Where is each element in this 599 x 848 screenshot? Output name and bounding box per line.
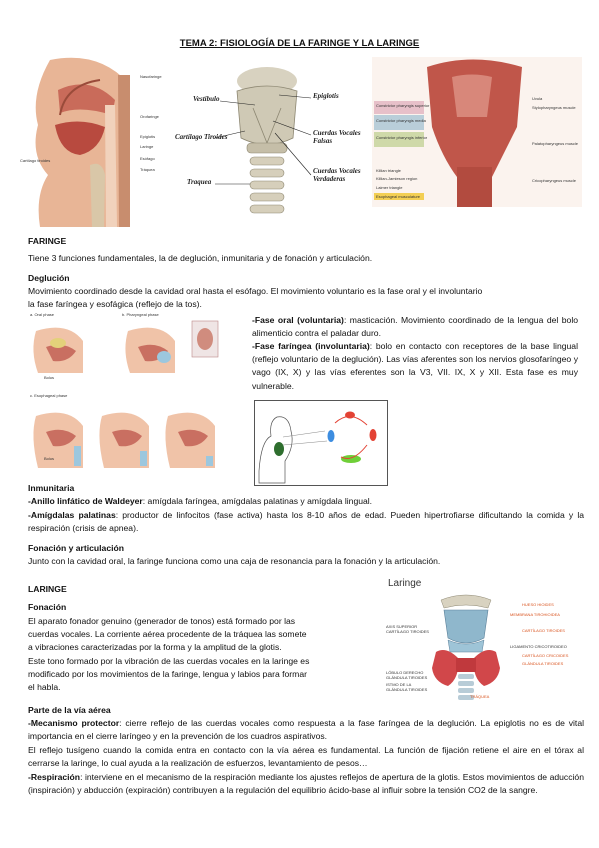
laringe-fig-label-glandula: GLÁNDULA TIROIDES [522,661,564,666]
fig2-label-cuerdas-falsas: Cuerdas Vocales Falsas [313,129,361,145]
fase-faringea-text: : bolo en contacto con receptores de la … [252,341,578,391]
faringe-intro: Tiene 3 funciones fundamentales, la de d… [28,253,373,263]
laringe-heading: LARINGE [28,584,67,594]
fase-faringea-label: -Fase faríngea (involuntaria) [252,341,370,351]
fig1-label-epiglotis: Epiglotis [140,134,156,139]
anillo-text: : amígdala faríngea, amígdalas palatinas… [142,496,373,506]
respiracion-text: : interviene en el mecanismo de la respi… [28,772,584,796]
fig1-label-esofago: Esófago [140,156,155,161]
fig3-label-killian-jamieson: Killian-Jamieson region [376,176,418,181]
deglucion-heading: Deglución [28,273,70,283]
page-title: TEMA 2: FISIOLOGÍA DE LA FARINGE Y LA LA… [179,38,420,49]
fase-faringea-paragraph: -Fase faríngea (involuntaria): bolo en c… [252,340,578,393]
reflejo-paragraph: El reflejo tusígeno cuando la comida ent… [28,745,584,769]
laringe-fig-label-traquea: TRÁQUEA [470,694,490,699]
laringe-fonacion-line: El aparato fonador genuino (generador de… [28,616,296,626]
fig2-label-epiglotis: Epiglotis [313,92,339,100]
fig3-label-killian: Killian triangle [376,168,401,173]
fig3-label-esophageal: Esophageal musculature [376,194,421,199]
swallow-label-oral: a. Oral phase [30,312,55,317]
laringe-fig-label-cartilago-tiroides: CARTÍLAGO TIROIDES [522,628,565,633]
laringe-fig-label-membrana: MEMBRANA TIROHIOIDEA [510,612,560,617]
deglucion-text-line2: la fase faríngea y esofágica (reflejo de… [28,299,202,309]
fig3-label-laimer: Laimer triangle [376,185,403,190]
fig1-label-orofaringe: Orofaringe [140,114,159,119]
fig2-label-traquea: Traquea [187,178,212,186]
larynx-anatomy-figure: Vestíbulo Epiglotis Cartílago Tiroides C… [175,63,365,223]
via-aerea-heading: Parte de la vía aérea [28,705,111,715]
amigdalas-paragraph: -Amígdalas palatinas: productor de linfo… [28,509,584,535]
laringe-fig-label-istmo: ISTMO DE LA GLÁNDULA TIROIDES [386,682,428,692]
swallow-reflex-diagram [254,400,388,486]
laringe-fig-label-hioides: HUESO HIOIDES [522,602,554,607]
laringe-fonacion-line: cuerdas vocales. La corriente aérea proc… [28,629,307,640]
respiracion-label: -Respiración [28,772,81,782]
pharyngeal-muscles-figure: Constrictor pharyngis superior Constrict… [372,57,582,207]
fase-oral-paragraph: -Fase oral (voluntaria): masticación. Mo… [252,314,578,340]
fonacion-articulacion-heading: Fonación y articulación [28,543,124,553]
fig2-label-vestibulo: Vestíbulo [193,95,220,103]
fig1-label-cartilago: Cartílago tiroides [20,158,51,163]
faringe-heading: FARINGE [28,236,67,246]
inmunitaria-heading: Inmunitaria [28,483,75,493]
fig3-label-constrictor-inferior: Constrictor pharyngis inferior [376,135,428,140]
fig1-label-traquea: Tráquea [140,167,155,172]
fig1-label-nasofaringe: Nasofaringe [140,74,162,79]
fig3-label-constrictor-superior: Constrictor pharyngis superior [376,103,430,108]
fase-oral-text: : masticación. Movimiento coordinado de … [252,315,579,339]
fig3-label-cricopharyngeus: Cricopharyngeus muscle [532,178,577,183]
laringe-fonacion-line: a vibraciones caracterizadas por la form… [28,642,282,653]
mecanismo-label: -Mecanismo protector [28,718,120,728]
swallow-label-pharyngeal: b. Pharyngeal phase [122,312,159,317]
mecanismo-text: : cierre reflejo de las cuerdas vocales … [28,718,585,742]
laringe-figure-title: Laringe [388,578,422,589]
mecanismo-paragraph: -Mecanismo protector: cierre reflejo de … [28,717,584,743]
laringe-fonacion-line: el habla. [28,682,61,693]
sagittal-pharynx-figure: Nasofaringe Orofaringe Epiglotis Laringe… [20,55,170,228]
fig2-label-cuerdas-verdaderas: Cuerdas Vocales Verdaderas [313,167,361,183]
swallow-label-bolus-1: Bolus [44,375,55,380]
laringe-fonacion-block: El aparato fonador genuino (generador de… [28,615,358,694]
respiracion-paragraph: -Respiración: interviene en el mecanismo… [28,771,584,797]
fig2-label-cartilago-tiroides: Cartílago Tiroides [175,133,228,141]
laringe-fig-label-cricoides: CARTÍLAGO CRICOIDES [522,653,569,658]
fig3-label-palatopharyngeus: Palatopharyngeus muscle [532,141,579,146]
laringe-thyroid-figure: Laringe HUESO HIOIDES MEMBRANA TIROHIOID… [386,578,578,704]
fig3-label-stylopharyngeus: Stylopharyngeus muscle [532,105,576,110]
anillo-paragraph: -Anillo linfático de Waldeyer: amígdala … [28,495,584,508]
amigdalas-text: : productor de linfocitos (fase activa) … [28,510,585,534]
fase-oral-label: -Fase oral (voluntaria) [252,315,344,325]
fig1-label-laringe: Laringe [140,144,154,149]
swallowing-phases-figure: a. Oral phase b. Pharyngeal phase c. Eso… [28,311,244,475]
swallow-label-bolus-2: Bolus [44,456,55,461]
fig3-label-uvula: Uvula [532,96,543,101]
amigdalas-label: -Amígdalas palatinas [28,510,116,520]
laringe-fonacion-heading: Fonación [28,602,67,612]
fig3-label-constrictor-media: Constrictor pharyngis media [376,118,426,123]
laringe-fonacion-line: Este tono formado por la vibración de la… [28,655,310,666]
laringe-fig-label-axis: AXIS SUPERIOR CARTÍLAGO TIROIDES [386,624,429,634]
laringe-fonacion-line: modificado por los movimientos de la far… [28,668,307,679]
swallow-label-esophageal: c. Esophageal phase [30,393,68,398]
laringe-fig-label-ligamento: LIGAMENTO CRICOTIROIDEO [510,644,567,649]
laringe-fig-label-lobulo: LÓBULO DERECHO GLÁNDULA TIROIDES [386,670,428,680]
fonacion-articulacion-text: Junto con la cavidad oral, la faringe fu… [28,556,441,566]
anillo-label: -Anillo linfático de Waldeyer [28,496,143,506]
deglucion-text-line1: Movimiento coordinado desde la cavidad o… [28,286,483,296]
